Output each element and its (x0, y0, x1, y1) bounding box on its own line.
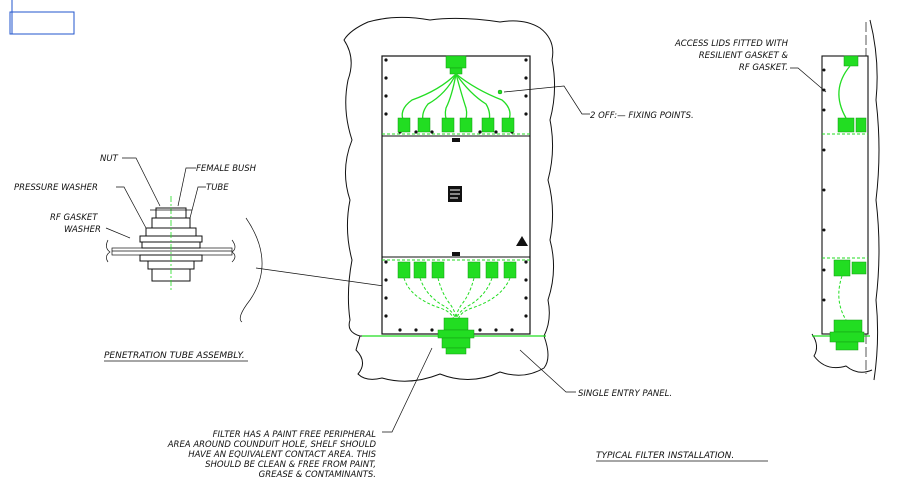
filter-note-leader (382, 347, 433, 433)
fixing-bolts-top (384, 58, 528, 134)
label-access-lids-3: RF GASKET. (739, 63, 788, 73)
filter-note: FILTER HAS A PAINT FREE PERIPHERAL AREA … (167, 430, 377, 480)
title-typical-installation: TYPICAL FILTER INSTALLATION. (596, 451, 734, 461)
label-access-lids-1: ACCESS LIDS FITTED WITH (674, 39, 789, 49)
filter-assembly-bottom (382, 259, 530, 355)
filter-installation-center (343, 16, 590, 393)
filter-assembly-top (382, 55, 530, 135)
filter-note-line-5: GREASE & CONTAMINANTS. (259, 470, 376, 480)
label-access-lids-2: RESILIENT GASKET & (699, 51, 789, 61)
filter-note-line-1: FILTER HAS A PAINT FREE PERIPHERAL (213, 430, 377, 440)
label-pressure-washer: PRESSURE WASHER (14, 183, 98, 193)
filter-note-line-2: AREA AROUND COUNDUIT HOLE, SHELF SHOULD (167, 440, 377, 450)
label-female-bush: FEMALE BUSH (196, 164, 257, 174)
filter-note-line-4: SHOULD BE CLEAN & FREE FROM PAINT, (205, 460, 376, 470)
label-single-entry-panel: SINGLE ENTRY PANEL. (578, 389, 672, 399)
label-rf-gasket: RF GASKET (50, 213, 98, 223)
title-frame-tab (9, 0, 75, 35)
label-washer: WASHER (64, 225, 101, 235)
label-nut: NUT (100, 154, 119, 164)
filter-side-view (790, 19, 880, 381)
fixing-bolts-bottom (384, 260, 528, 332)
label-tube: TUBE (206, 183, 229, 193)
title-penetration-tube: PENETRATION TUBE ASSEMBLY. (104, 351, 245, 361)
penetration-tube-assembly (105, 157, 263, 323)
label-fixing-points: 2 OFF:— FIXING POINTS. (590, 111, 694, 121)
filter-note-line-3: HAVE AN EQUIVALENT CONTACT AREA. THIS (188, 450, 376, 460)
